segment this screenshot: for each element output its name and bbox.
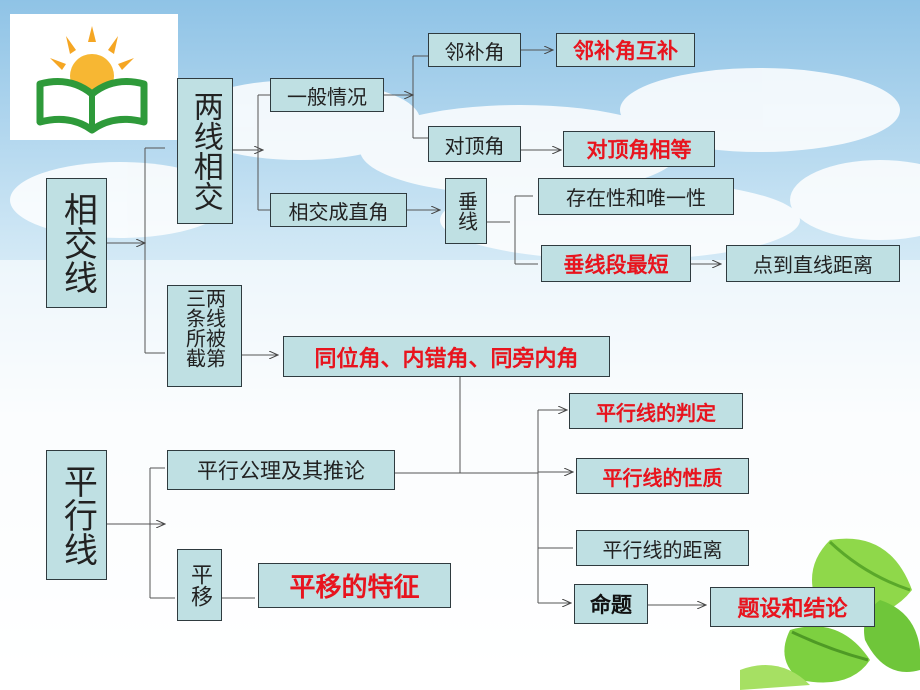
node-three-lines-cut-label: 两线被第三条所截 xyxy=(182,288,227,368)
node-right-angle-intersection-label: 相交成直角 xyxy=(288,199,389,224)
node-parallel-judgement-label: 平行线的判定 xyxy=(596,400,716,425)
node-translation-feature-label: 平移的特征 xyxy=(289,573,420,603)
sun-book-logo-icon xyxy=(10,14,178,140)
node-parallel-property-label: 平行线的性质 xyxy=(602,465,723,490)
node-parallel-property: 平行线的性质 xyxy=(576,458,749,494)
node-existence-uniqueness-label: 存在性和唯一性 xyxy=(566,186,706,210)
root-intersecting-lines-label: 相交线 xyxy=(57,192,98,294)
node-general-case-label: 一般情况 xyxy=(287,84,367,109)
node-shortest-segment: 垂线段最短 xyxy=(541,245,691,282)
node-two-lines-intersect-label: 两线相交 xyxy=(187,91,223,211)
node-translation-feature: 平移的特征 xyxy=(258,563,451,608)
node-proposition-parts: 题设和结论 xyxy=(710,587,875,627)
node-translation-label: 平移 xyxy=(187,563,213,607)
node-vertical-angles: 对顶角 xyxy=(428,126,521,162)
node-point-line-distance-label: 点到直线距离 xyxy=(753,253,873,277)
node-parallel-distance: 平行线的距离 xyxy=(576,530,749,566)
node-three-lines-cut: 两线被第三条所截 xyxy=(167,285,242,387)
node-translation: 平移 xyxy=(177,549,222,621)
node-shortest-segment-label: 垂线段最短 xyxy=(563,252,669,277)
node-parallel-axiom-label: 平行公理及其推论 xyxy=(197,459,365,483)
node-parallel-distance-label: 平行线的距离 xyxy=(602,537,723,562)
node-proposition-parts-label: 题设和结论 xyxy=(737,597,848,622)
node-perpendicular-label: 垂线 xyxy=(454,191,479,231)
node-existence-uniqueness: 存在性和唯一性 xyxy=(538,178,734,215)
node-parallel-axiom: 平行公理及其推论 xyxy=(167,450,395,490)
node-right-angle-intersection: 相交成直角 xyxy=(270,193,407,227)
node-adjacent-supplementary-rule: 邻补角互补 xyxy=(556,33,695,67)
node-vertical-angles-rule-label: 对顶角相等 xyxy=(586,138,692,162)
node-point-line-distance: 点到直线距离 xyxy=(726,245,900,282)
node-adjacent-supplementary: 邻补角 xyxy=(428,33,521,67)
node-vertical-angles-label: 对顶角 xyxy=(444,133,505,158)
node-two-lines-intersect: 两线相交 xyxy=(177,78,233,224)
node-general-case: 一般情况 xyxy=(270,78,384,112)
node-angle-types-label: 同位角、内错角、同旁内角 xyxy=(314,346,579,372)
node-perpendicular: 垂线 xyxy=(445,178,487,244)
node-vertical-angles-rule: 对顶角相等 xyxy=(563,131,715,167)
node-parallel-judgement: 平行线的判定 xyxy=(569,393,743,429)
node-proposition-label: 命题 xyxy=(590,593,632,617)
node-proposition: 命题 xyxy=(574,584,648,624)
node-angle-types: 同位角、内错角、同旁内角 xyxy=(283,336,610,377)
node-adjacent-supplementary-label: 邻补角 xyxy=(444,39,505,64)
root-parallel-lines: 平行线 xyxy=(46,450,107,580)
root-intersecting-lines: 相交线 xyxy=(46,178,107,308)
root-parallel-lines-label: 平行线 xyxy=(57,464,98,566)
node-adjacent-supplementary-rule-label: 邻补角互补 xyxy=(573,39,678,63)
